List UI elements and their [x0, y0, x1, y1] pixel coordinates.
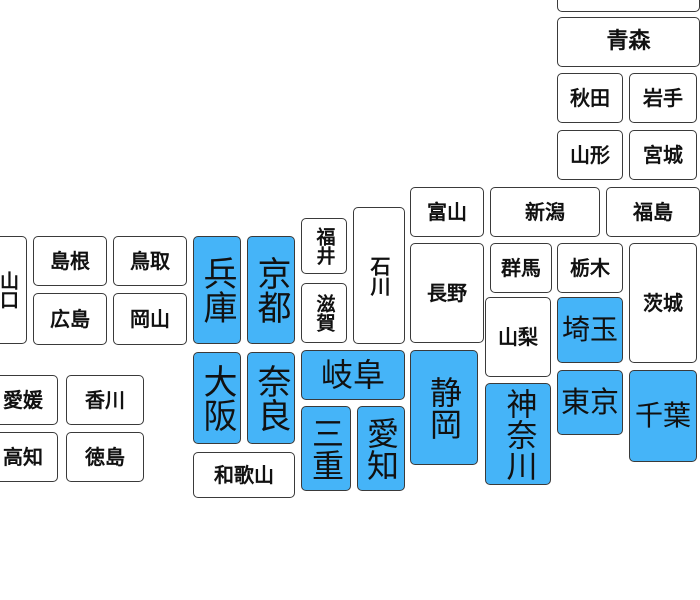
prefecture-label: 香川 — [85, 388, 125, 412]
prefecture-label: 群馬 — [501, 256, 541, 280]
prefecture-kagawa[interactable]: 香川 — [66, 375, 144, 425]
prefecture-tochigi[interactable]: 栃木 — [557, 243, 623, 293]
prefecture-ibaraki[interactable]: 茨城 — [629, 243, 697, 363]
prefecture-label: 愛媛 — [3, 388, 43, 412]
prefecture-yamagata[interactable]: 山形 — [557, 130, 623, 180]
prefecture-kochi[interactable]: 高知 — [0, 432, 58, 482]
prefecture-label: 京都 — [251, 256, 291, 324]
prefecture-label: 埼玉 — [561, 313, 618, 346]
prefecture-top-partial[interactable] — [557, 0, 700, 12]
prefecture-osaka[interactable]: 大阪 — [193, 352, 241, 444]
prefecture-label: 長野 — [427, 281, 467, 305]
prefecture-tokyo[interactable]: 東京 — [557, 370, 623, 435]
prefecture-label: 鳥取 — [130, 249, 170, 273]
prefecture-label: 愛知 — [362, 416, 400, 481]
prefecture-label: 富山 — [427, 200, 467, 224]
prefecture-saitama[interactable]: 埼玉 — [557, 297, 623, 363]
prefecture-gunma[interactable]: 群馬 — [490, 243, 552, 293]
prefecture-label: 奈良 — [251, 364, 291, 432]
prefecture-shizuoka[interactable]: 静岡 — [410, 350, 478, 465]
prefecture-label: 兵庫 — [197, 256, 237, 324]
prefecture-ehime[interactable]: 愛媛 — [0, 375, 58, 425]
prefecture-label: 高知 — [3, 445, 43, 469]
prefecture-label: 栃木 — [570, 256, 610, 280]
prefecture-ishikawa[interactable]: 石川 — [353, 207, 405, 344]
prefecture-label: 広島 — [50, 307, 90, 331]
prefecture-wakayama[interactable]: 和歌山 — [193, 452, 295, 498]
prefecture-label: 徳島 — [85, 445, 125, 469]
prefecture-fukushima[interactable]: 福島 — [606, 187, 700, 237]
prefecture-okayama[interactable]: 岡山 — [113, 293, 187, 345]
prefecture-label: 千葉 — [634, 399, 691, 432]
prefecture-label: 滋賀 — [313, 294, 336, 332]
prefecture-kanagawa[interactable]: 神奈川 — [485, 383, 551, 485]
prefecture-label: 岡山 — [130, 307, 170, 331]
prefecture-label: 青森 — [606, 29, 651, 54]
prefecture-label: 三重 — [307, 416, 345, 481]
prefecture-tottori[interactable]: 鳥取 — [113, 236, 187, 286]
prefecture-label: 福島 — [633, 200, 673, 224]
prefecture-label: 秋田 — [570, 86, 610, 110]
prefecture-shiga[interactable]: 滋賀 — [301, 283, 347, 343]
prefecture-label: 山梨 — [498, 325, 538, 349]
prefecture-label: 宮城 — [643, 143, 683, 167]
prefecture-toyama[interactable]: 富山 — [410, 187, 484, 237]
prefecture-label: 島根 — [50, 249, 90, 273]
prefecture-yamanashi[interactable]: 山梨 — [485, 297, 551, 377]
prefecture-aichi[interactable]: 愛知 — [357, 406, 405, 491]
prefecture-gifu[interactable]: 岐阜 — [301, 350, 405, 400]
prefecture-label: 東京 — [560, 385, 619, 419]
prefecture-hyogo[interactable]: 兵庫 — [193, 236, 241, 344]
prefecture-label: 福井 — [313, 227, 336, 265]
prefecture-shimane[interactable]: 島根 — [33, 236, 107, 286]
prefecture-akita[interactable]: 秋田 — [557, 73, 623, 123]
prefecture-kyoto[interactable]: 京都 — [247, 236, 295, 344]
prefecture-fukui[interactable]: 福井 — [301, 218, 347, 274]
prefecture-chiba[interactable]: 千葉 — [629, 370, 697, 462]
prefecture-miyagi[interactable]: 宮城 — [629, 130, 697, 180]
prefecture-label: 山口 — [0, 271, 19, 309]
prefecture-tokushima[interactable]: 徳島 — [66, 432, 144, 482]
prefecture-nara[interactable]: 奈良 — [247, 352, 295, 444]
prefecture-iwate[interactable]: 岩手 — [629, 73, 697, 123]
prefecture-niigata[interactable]: 新潟 — [490, 187, 600, 237]
prefecture-label: 茨城 — [643, 291, 683, 315]
prefecture-nagano[interactable]: 長野 — [410, 243, 484, 343]
prefecture-label: 神奈川 — [500, 387, 537, 481]
prefecture-label: 山形 — [570, 143, 610, 167]
prefecture-label: 石川 — [367, 255, 391, 296]
prefecture-label: 和歌山 — [214, 463, 274, 487]
prefecture-label: 岐阜 — [320, 356, 385, 394]
prefecture-aomori[interactable]: 青森 — [557, 17, 700, 67]
prefecture-label: 岩手 — [643, 86, 683, 110]
prefecture-mie[interactable]: 三重 — [301, 406, 351, 491]
prefecture-label: 新潟 — [525, 200, 565, 224]
prefecture-yamaguchi[interactable]: 山口 — [0, 236, 27, 344]
prefecture-label: 静岡 — [425, 375, 463, 440]
prefecture-label: 大阪 — [197, 364, 237, 432]
prefecture-hiroshima[interactable]: 広島 — [33, 293, 107, 345]
